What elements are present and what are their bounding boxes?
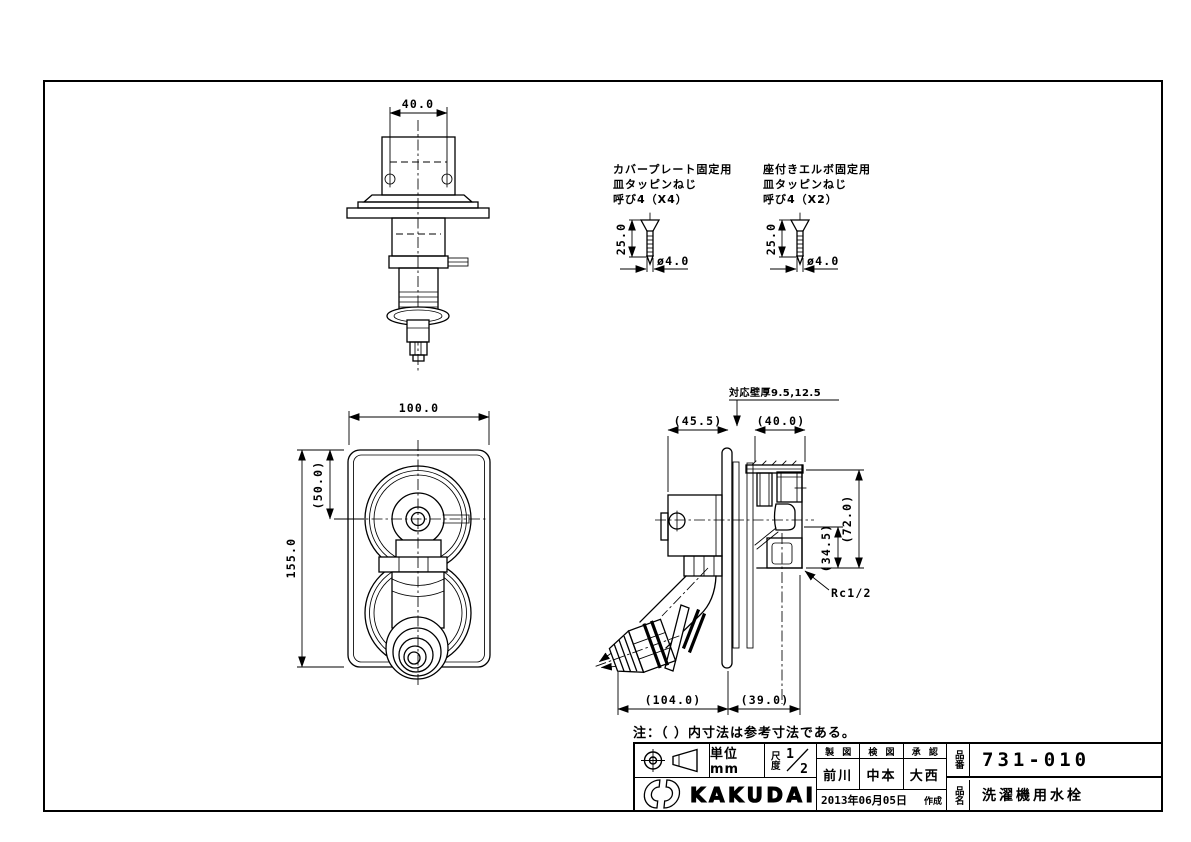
part-name: 洗濯機用水栓 (982, 788, 1084, 804)
approved-name-cell: 大西 (903, 759, 947, 790)
side-view: 対応壁厚9.5,12.5 (45.5) (40.0) (594, 386, 872, 715)
scale-numerator: 1 (786, 747, 794, 762)
screw-left-dim-diameter: ø4.0 (657, 254, 690, 268)
part-no-cell: 731-010 (970, 744, 1161, 778)
date-suffix: 作成 (923, 796, 942, 807)
approved-header: 承認 (911, 747, 946, 758)
screw-left-line2: 皿タッピンねじ (613, 178, 697, 191)
side-dim-port-height: (34.5) (819, 524, 833, 573)
side-dim-height: (72.0) (840, 495, 854, 544)
approved-header-cell: 承認 (903, 744, 947, 759)
part-number: 731-010 (982, 748, 1091, 771)
reference-dimension-note: 注：（ ）内寸法は参考寸法である。 (633, 726, 856, 741)
drafted-name-cell: 前川 (817, 759, 861, 790)
part-no-label: 品番 (952, 750, 964, 770)
checked-header: 検図 (868, 747, 903, 758)
screw-detail-cover-plate: カバープレート固定用 皿タッピンねじ 呼び4（X4） 25.0 ø4.0 (613, 162, 732, 273)
screw-right-line2: 皿タッピンねじ (763, 178, 847, 191)
screw-right-dim-length: 25.0 (764, 223, 778, 256)
drawing-border-frame (43, 80, 1163, 812)
checked-header-cell: 検図 (860, 744, 904, 759)
scale-label: 尺度 (768, 750, 780, 770)
top-dim-width: 40.0 (402, 97, 435, 111)
approved-name: 大西 (909, 768, 940, 784)
screw-right-line3: 呼び4（X2） (763, 192, 838, 206)
front-dim-width: 100.0 (399, 401, 440, 415)
side-dim-total-depth: (104.0) (645, 693, 702, 707)
kakudai-logo: KAKUDAI (643, 779, 814, 809)
part-no-label-cell: 品番 (947, 744, 970, 778)
checked-name-cell: 中本 (860, 759, 904, 790)
side-dim-front-depth: (45.5) (674, 414, 723, 428)
part-name-cell: 洗濯機用水栓 (970, 780, 1161, 811)
side-wall-note: 対応壁厚9.5,12.5 (728, 386, 821, 399)
side-thread-label: Rc1/2 (831, 586, 872, 600)
side-dim-rear-depth: (40.0) (757, 414, 806, 428)
date-cell: 2013年06月05日 作成 (817, 790, 947, 810)
front-dim-handle-center: (50.0) (311, 461, 325, 510)
drafted-name: 前川 (823, 768, 854, 784)
brand-cell: KAKUDAI (635, 777, 817, 811)
side-dim-behind-wall: (39.0) (741, 693, 790, 707)
third-angle-projection-icon (641, 748, 698, 773)
screw-left-line1: カバープレート固定用 (613, 162, 732, 176)
scale-fraction: 1 2 (786, 747, 809, 775)
drafted-header-cell: 製図 (817, 744, 861, 759)
part-name-label-cell: 品名 (947, 779, 970, 811)
screw-detail-elbow: 座付きエルボ固定用 皿タッピンねじ 呼び4（X2） 25.0 ø4.0 (762, 162, 871, 273)
scale-cell: 尺度 1 2 (765, 744, 817, 778)
creation-date: 2013年06月05日 (821, 794, 907, 807)
part-name-label: 品名 (952, 785, 964, 805)
title-block: 単位mm 尺度 1 2 KAKUDAI 製図 検図 (633, 742, 1163, 812)
screw-right-dim-diameter: ø4.0 (807, 254, 840, 268)
front-view: 100.0 155.0 (50.0) (284, 401, 491, 688)
unit-cell: 単位mm (710, 744, 765, 778)
screw-right-line1: 座付きエルボ固定用 (762, 162, 871, 176)
top-view: 40.0 (346, 97, 490, 372)
screw-left-dim-length: 25.0 (614, 223, 628, 256)
drafted-header: 製図 (825, 747, 860, 758)
screw-left-line3: 呼び4（X4） (613, 192, 688, 206)
front-dim-height: 155.0 (284, 538, 298, 579)
scale-denominator: 2 (800, 762, 808, 775)
checked-name: 中本 (866, 768, 897, 784)
unit-label: 単位mm (710, 747, 740, 778)
brand-name: KAKUDAI (690, 783, 814, 807)
projection-symbol-cell (635, 744, 710, 778)
